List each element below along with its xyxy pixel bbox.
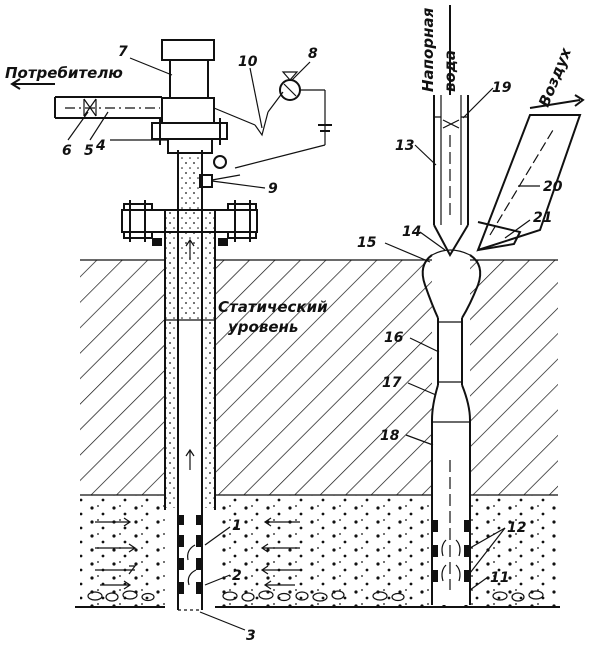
pressure-water-label-1: Напорная: [419, 7, 437, 92]
airlift-well: [421, 5, 585, 605]
label-7: 7: [118, 44, 128, 60]
pressure-water-label-2: вода: [441, 50, 459, 92]
static-level-label-1: Статический: [218, 298, 328, 316]
label-8: 8: [308, 46, 318, 62]
label-17: 17: [382, 375, 402, 391]
label-15: 15: [357, 235, 377, 251]
discharge-pipe: [10, 78, 162, 119]
text-labels: Потребителю Статический уровень Напорная…: [5, 7, 575, 644]
consumer-label: Потребителю: [5, 64, 123, 82]
clay-layer: [80, 259, 558, 496]
label-19: 19: [492, 80, 512, 96]
label-6: 6: [62, 143, 72, 159]
label-12: 12: [507, 520, 526, 536]
label-14: 14: [402, 224, 421, 240]
label-18: 18: [380, 428, 400, 444]
left-well: [164, 150, 216, 611]
label-1: 1: [232, 518, 242, 534]
label-10: 10: [238, 54, 258, 70]
label-16: 16: [384, 330, 404, 346]
static-level-label-2: уровень: [228, 318, 298, 336]
air-label: Воздух: [535, 44, 575, 109]
label-9: 9: [268, 181, 278, 197]
label-13: 13: [395, 138, 414, 154]
pump-unit: [151, 39, 228, 154]
label-5: 5: [84, 143, 94, 159]
wellhead-flange: [121, 200, 258, 246]
label-21: 21: [533, 210, 552, 226]
label-3: 3: [246, 628, 256, 644]
label-11: 11: [490, 570, 509, 586]
label-2: 2: [232, 568, 242, 584]
label-20: 20: [543, 179, 563, 195]
flow-arrows: [95, 517, 300, 590]
control-circuit: [199, 71, 332, 188]
aquifer-layer: [75, 495, 560, 608]
label-4: 4: [95, 138, 106, 154]
